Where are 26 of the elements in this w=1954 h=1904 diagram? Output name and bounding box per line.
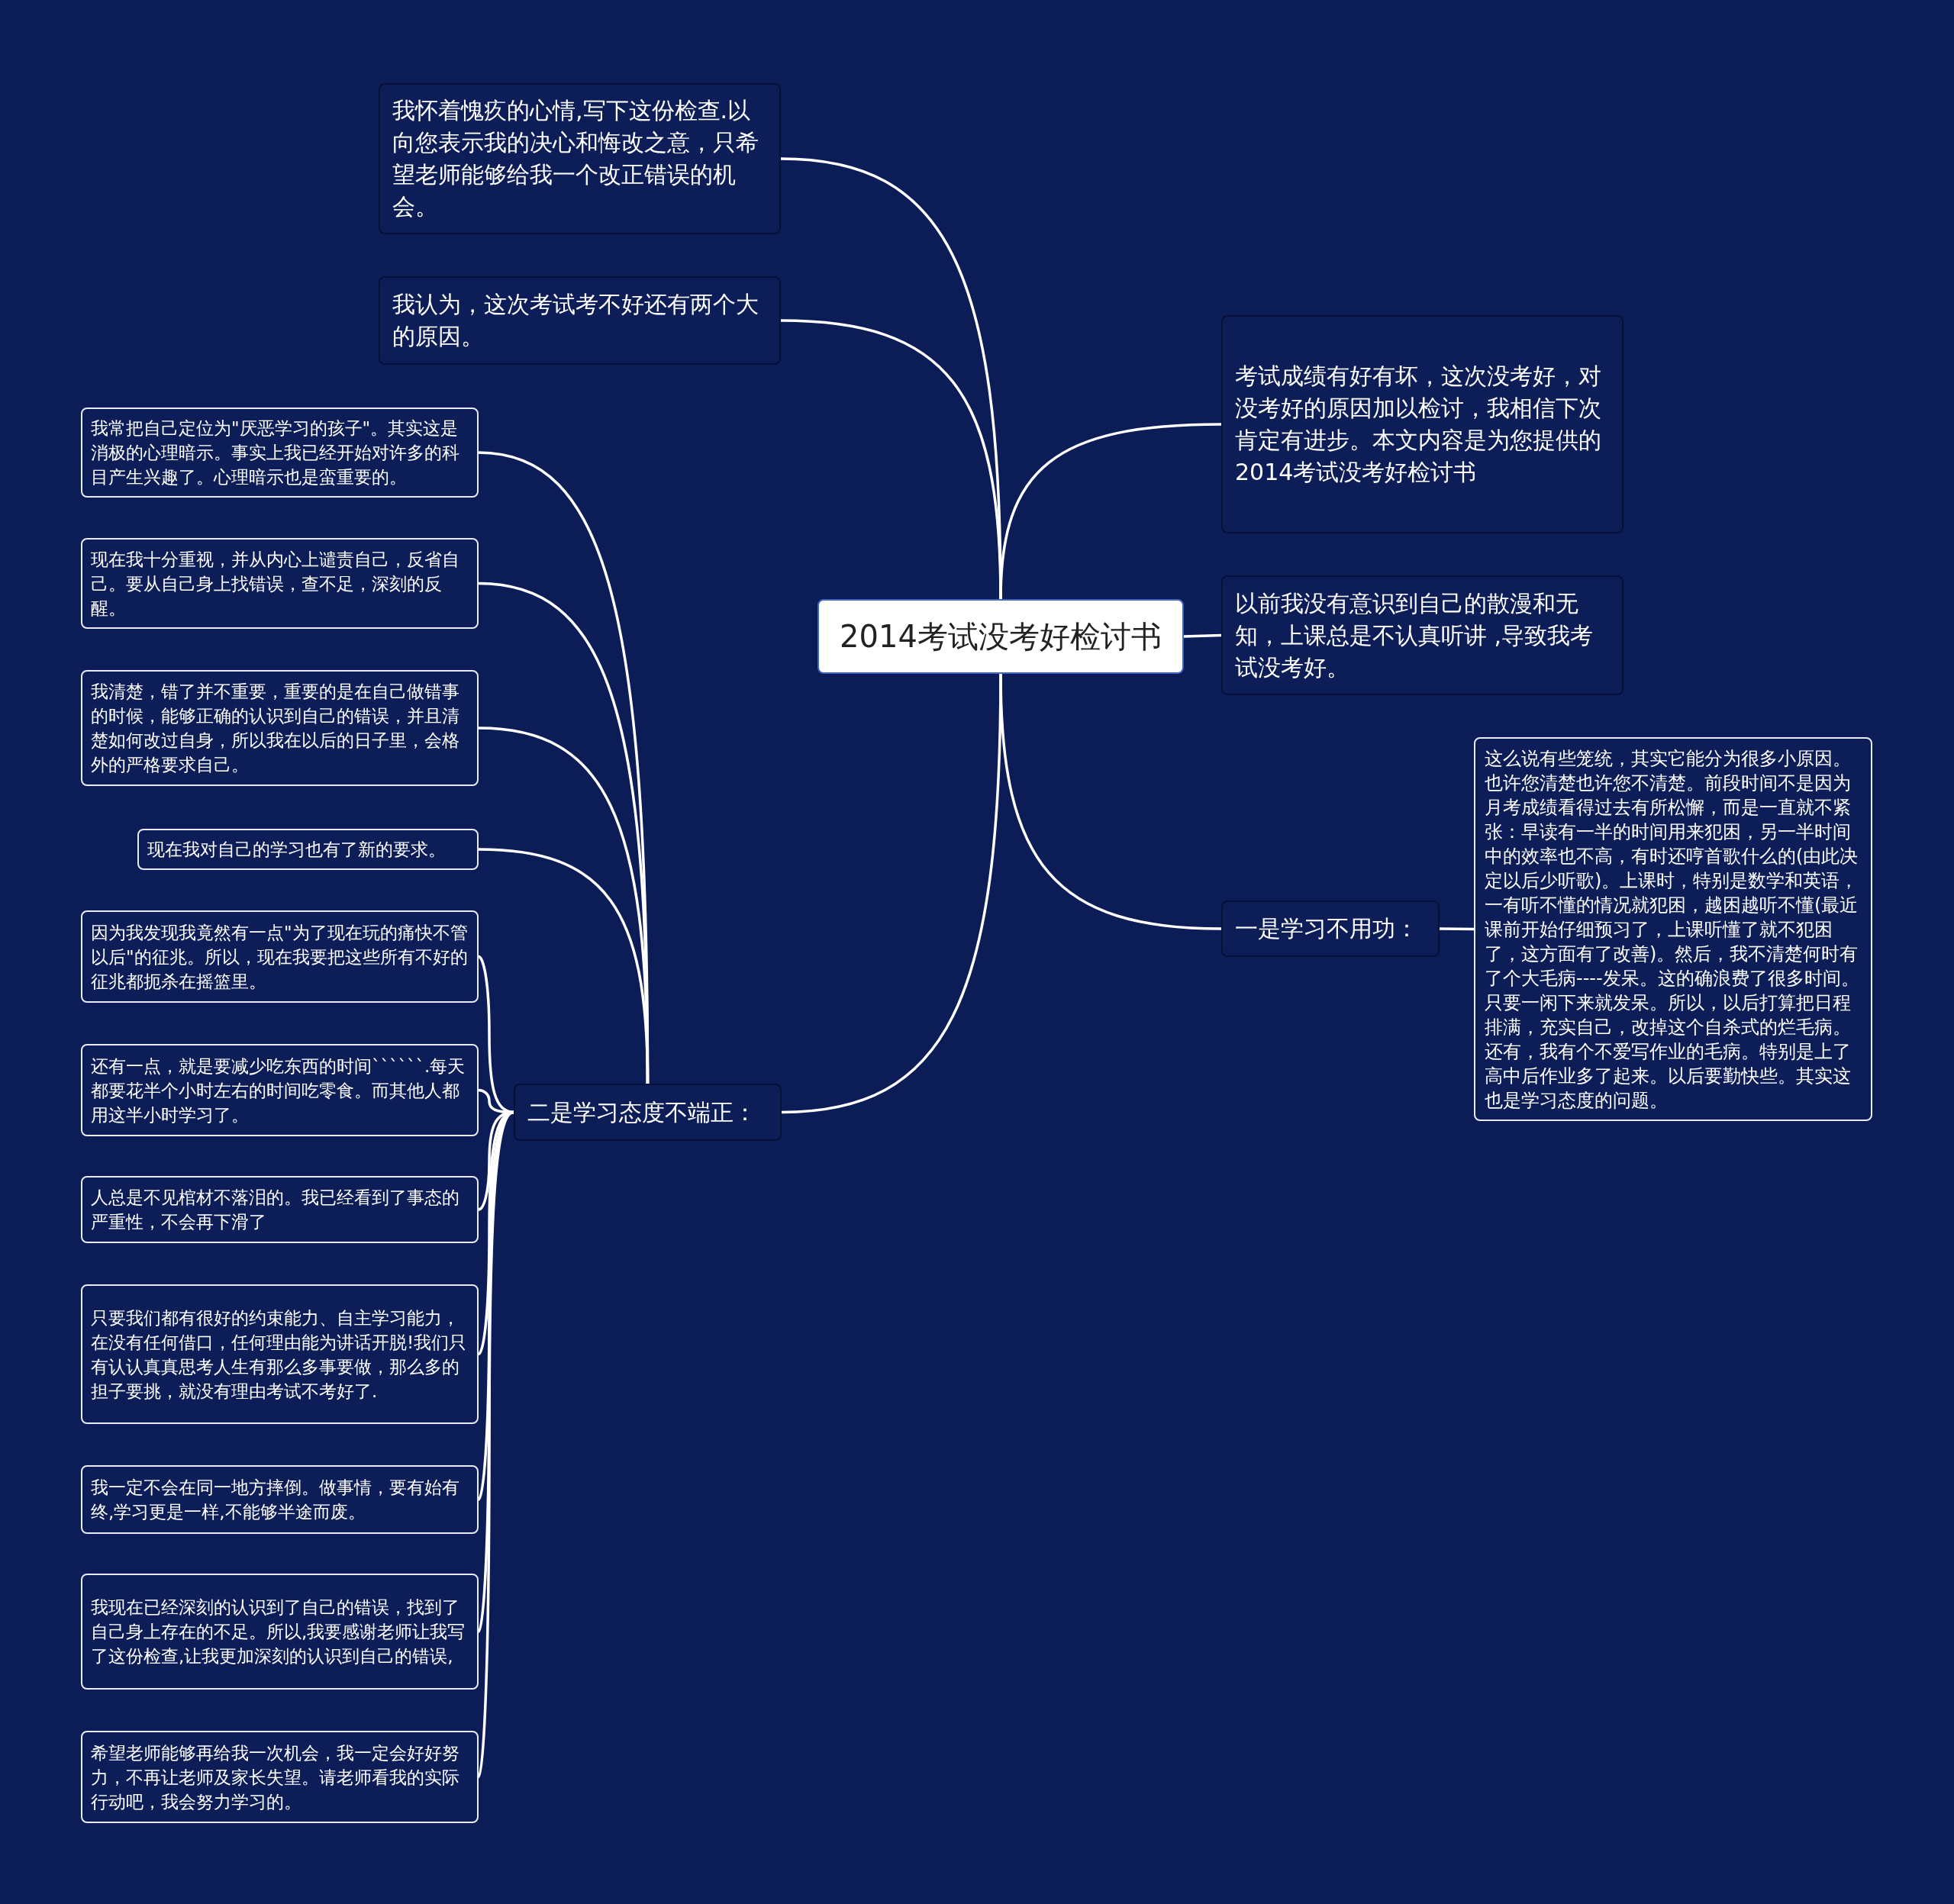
connector-line <box>1440 927 1474 931</box>
connector-line <box>999 423 1222 600</box>
topic-box: 现在我对自己的学习也有了新的要求。 <box>137 829 479 870</box>
topic-box: 只要我们都有很好的约束能力、自主学习能力，在没有任何借口，任何理由能为讲话开脱!我们只有认认真真思考人生有那么多事要做，那么多的担子要挑，就没有理由考试不考好了. <box>81 1284 479 1424</box>
connector-line <box>1183 633 1222 638</box>
topic-box: 我认为，这次考试考不好还有两个大的原因。 <box>379 276 781 365</box>
topic-box: 因为我发现我竟然有一点"为了现在玩的痛快不管以后"的征兆。所以，现在我要把这些所有不好的征兆都扼杀在摇篮里。 <box>81 910 479 1003</box>
topic-box: 我怀着愧疚的心情,写下这份检查.以向您表示我的决心和悔改之意，只希望老师能够给我一个改正错误的机会。 <box>379 83 781 234</box>
topic-box: 我一定不会在同一地方摔倒。做事情，要有始有终,学习更是一样,不能够半途而废。 <box>81 1465 479 1534</box>
topic-box: 我常把自己定位为"厌恶学习的孩子"。其实这是消极的心理暗示。事实上我已经开始对许多的科目产生兴趣了。心理暗示也是蛮重要的。 <box>81 408 479 498</box>
topic-box: 考试成绩有好有坏，这次没考好，对没考好的原因加以检讨，我相信下次肯定有进步。本文内容是为您提供的2014考试没考好检讨书 <box>1221 315 1623 533</box>
connector-line <box>477 1110 514 1500</box>
topic-box: 这么说有些笼统，其实它能分为很多小原因。也许您清楚也许您不清楚。前段时间不是因为月考成绩看得过去有所松懈，而是一直就不紧张：早读有一半的时间用来犯困，另一半时间中的效率也不高，有时还哼首歌什么的(由此决定以后少听歌)。上课时，特别是数学和英语，一有听不懂的情况就犯困，越困越听不懂(最近课前开始仔细预习了，上课听懂了就不犯困了，这方面有了改善)。然后，我不清楚何时有了个大毛病----发呆。这的确浪费了很多时间。只要一闲下来就发呆。所以，以后打算把日程排满，充实自己，改掉这个自杀式的烂毛病。还有，我有个不爱写作业的毛病。特别是上了高中后作业多了起来。以后要勤快些。其实这也是学习态度的问题。 <box>1474 737 1872 1121</box>
topic-box: 以前我没有意识到自己的散漫和无知，上课总是不认真听讲 ,导致我考试没考好。 <box>1221 575 1623 695</box>
topic-box: 还有一点，就是要减少吃东西的时间``````.每天都要花半个小时左右的时间吃零食。而其他人都用这半小时学习了。 <box>81 1044 479 1136</box>
connector-line <box>477 1111 515 1777</box>
topic-box: 人总是不见棺材不落泪的。我已经看到了事态的严重性，不会再下滑了 <box>81 1176 479 1243</box>
central-topic-box: 2014考试没考好检讨书 <box>817 599 1184 674</box>
topic-box: 我清楚，错了并不重要，重要的是在自己做错事的时候，能够正确的认识到自己的错误，并且清楚如何改过自身，所以我在以后的日子里，会格外的严格要求自己。 <box>81 670 479 786</box>
topic-box: 一是学习不用功： <box>1221 900 1440 957</box>
connector-line <box>781 673 1002 1114</box>
topic-box: 现在我十分重视，并从内心上谴责自己，反省自己。要从自己身上找错误，查不足，深刻的反醒。 <box>81 538 479 629</box>
topic-box: 我现在已经深刻的认识到了自己的错误，找到了自己身上存在的不足。所以,我要感谢老师让我写了这份检查,让我更加深刻的认识到自己的错误, <box>81 1574 479 1690</box>
topic-box: 二是学习态度不端正： <box>514 1084 782 1141</box>
connector-line <box>478 848 650 1084</box>
topic-box: 希望老师能够再给我一次机会，我一定会好好努力，不再让老师及家长失望。请老师看我的实际行动吧，我会努力学习的。 <box>81 1731 479 1823</box>
